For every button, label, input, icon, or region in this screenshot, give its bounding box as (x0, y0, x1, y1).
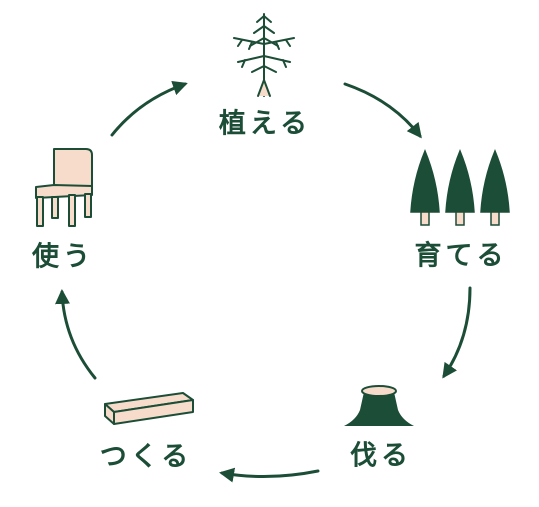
step-label-use: 使う (32, 241, 94, 273)
arrow-make-to-use (55, 289, 97, 380)
step-label-make: つくる (99, 441, 193, 473)
pine-trees-icon (410, 149, 510, 226)
sapling-icon (233, 13, 295, 97)
chair-icon (35, 148, 93, 227)
step-label-plant: 植える (218, 108, 312, 140)
step-label-grow: 育てる (414, 240, 508, 272)
tree-stump-icon (344, 385, 414, 426)
wood-plank-icon (104, 392, 194, 425)
arrow-use-to-plant (110, 80, 188, 137)
arrow-plant-to-grow (343, 82, 422, 139)
arrow-cut-to-make (219, 467, 320, 483)
arrow-grow-to-cut (442, 286, 472, 379)
step-label-cut: 伐る (350, 440, 412, 472)
